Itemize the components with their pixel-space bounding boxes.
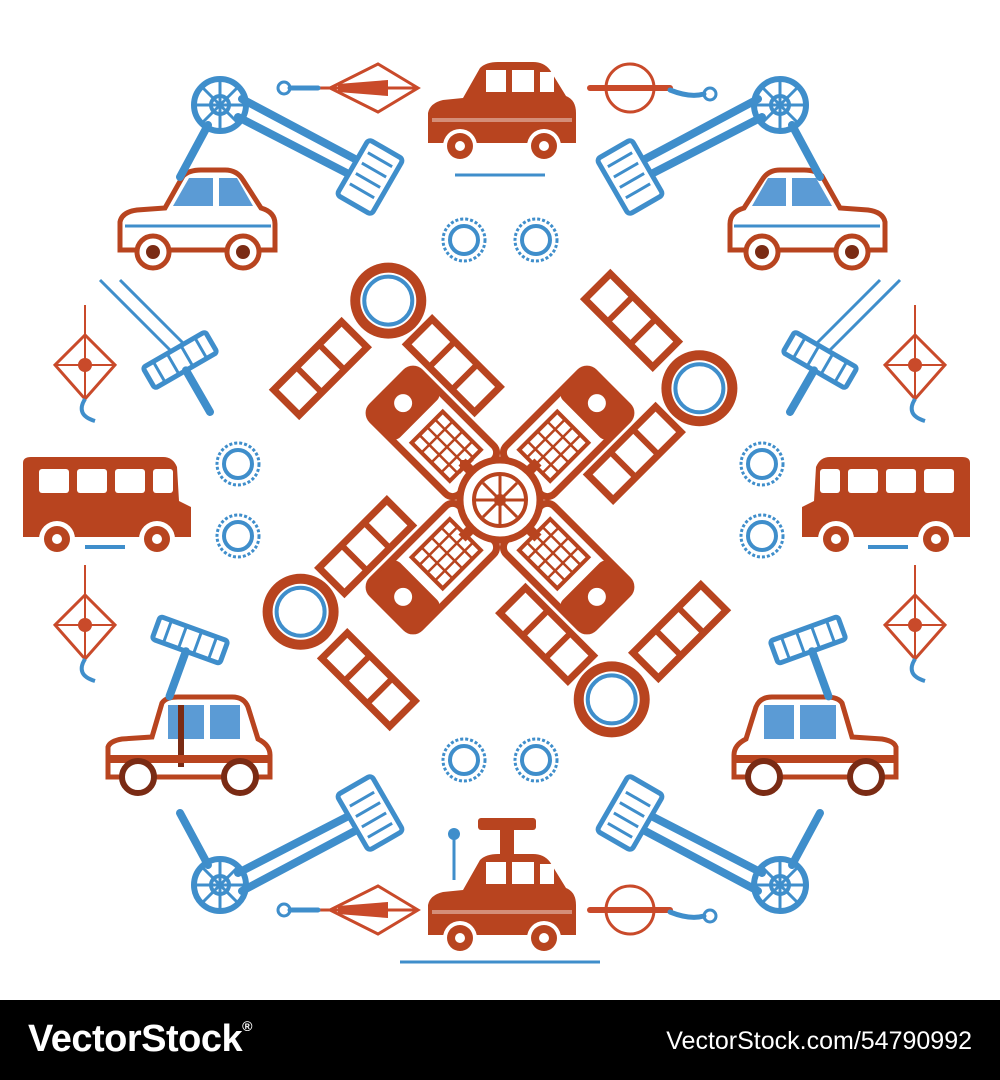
stock-id: VectorStock.com/54790992 xyxy=(666,1027,972,1055)
brand-logo: VectorStock® xyxy=(28,1018,252,1061)
outer-ring xyxy=(21,62,972,964)
central-mechanism xyxy=(247,247,753,753)
brand-name: VectorStock xyxy=(28,1018,243,1060)
illustration xyxy=(21,0,972,964)
registered-mark: ® xyxy=(242,1018,252,1034)
stock-footer: VectorStock® VectorStock.com/54790992 xyxy=(0,1000,1000,1080)
